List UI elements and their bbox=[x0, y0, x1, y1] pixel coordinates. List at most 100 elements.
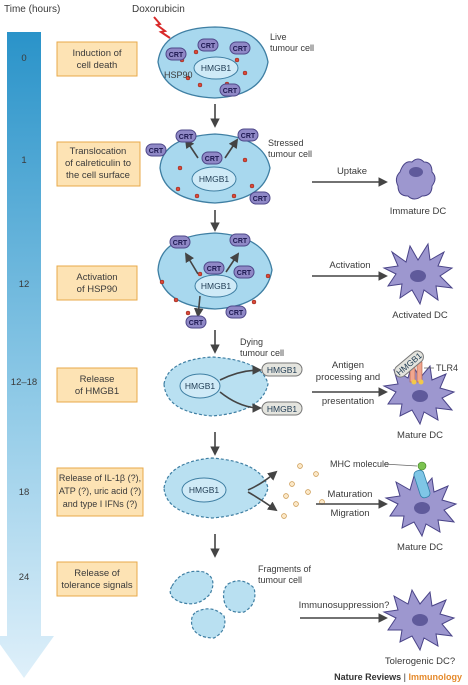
hmgb1-nucleus-2: HMGB1 bbox=[201, 281, 232, 291]
activation-label: Activation bbox=[329, 260, 370, 271]
svg-text:CRT: CRT bbox=[201, 43, 216, 50]
crt-stressed-3: CRT bbox=[145, 143, 167, 157]
svg-text:CRT: CRT bbox=[149, 148, 164, 155]
dc-label-mature-2: Mature DC bbox=[397, 542, 443, 553]
mature-dc-mhc bbox=[384, 461, 458, 538]
svg-text:CRT: CRT bbox=[233, 46, 248, 53]
svg-text:Translocation: Translocation bbox=[70, 146, 127, 157]
hmgb1-released-2: HMGB1 bbox=[261, 401, 303, 416]
releasing-tumour-cell: HMGB1 bbox=[163, 457, 278, 519]
crt-active-6: CRT bbox=[225, 305, 247, 319]
activated-dc bbox=[382, 242, 454, 306]
time-24: 24 bbox=[19, 572, 30, 583]
mhc-label: MHC molecule bbox=[330, 459, 389, 469]
dc-label-immature: Immature DC bbox=[390, 206, 447, 217]
crt-active-1: CRT bbox=[169, 235, 191, 249]
fragments-label-line1: Fragments of bbox=[258, 564, 312, 574]
tolerogenic-dc bbox=[382, 588, 456, 652]
crt-active-3: CRT bbox=[203, 261, 225, 275]
journal-name: Nature Reviews bbox=[334, 672, 401, 682]
svg-text:CRT: CRT bbox=[189, 320, 204, 327]
svg-text:tolerance signals: tolerance signals bbox=[61, 580, 133, 591]
crt-stressed-2: CRT bbox=[237, 128, 259, 142]
svg-text:and type I IFNs (?): and type I IFNs (?) bbox=[63, 499, 138, 509]
mhc-leader-line bbox=[383, 463, 418, 467]
svg-text:Release of: Release of bbox=[74, 568, 120, 579]
svg-text:of HMGB1: of HMGB1 bbox=[75, 386, 119, 397]
hmgb1-nucleus-0: HMGB1 bbox=[201, 63, 232, 73]
uptake-label: Uptake bbox=[337, 166, 367, 177]
live-cell-label-line2: tumour cell bbox=[270, 43, 314, 53]
immature-dc bbox=[395, 158, 436, 200]
svg-text:CRT: CRT bbox=[233, 238, 248, 245]
svg-text:CRT: CRT bbox=[241, 133, 256, 140]
dc-label-activated: Activated DC bbox=[392, 310, 448, 321]
stressed-tumour-cell: HMGB1 bbox=[159, 133, 271, 204]
dc-label-tolerogenic: Tolerogenic DC? bbox=[385, 656, 455, 667]
dying-cell-label-line1: Dying bbox=[240, 337, 263, 347]
timeline-arrow bbox=[0, 32, 54, 678]
svg-text:ATP (?), uric acid (?): ATP (?), uric acid (?) bbox=[59, 486, 141, 496]
antigen-label-line2: processing and bbox=[316, 372, 380, 383]
time-1: 1 bbox=[21, 155, 26, 166]
svg-text:of calreticulin to: of calreticulin to bbox=[65, 158, 131, 169]
stage-box-2: Activation of HSP90 bbox=[56, 265, 138, 301]
mature-dc-tlr4 bbox=[382, 361, 456, 426]
time-axis-label: Time (hours) bbox=[4, 4, 60, 15]
crt-active-5: CRT bbox=[185, 315, 207, 329]
antigen-label-line1: Antigen bbox=[332, 360, 364, 371]
live-tumour-cell: HMGB1 bbox=[157, 26, 269, 99]
antigen-label-line3: presentation bbox=[322, 396, 374, 407]
dc-label-mature-1: Mature DC bbox=[397, 430, 443, 441]
svg-text:CRT: CRT bbox=[207, 266, 222, 273]
hmgb1-nucleus-3: HMGB1 bbox=[185, 381, 216, 391]
time-0: 0 bbox=[21, 53, 26, 64]
stage-box-0: Induction of cell death bbox=[56, 41, 138, 77]
tlr4-label: TLR4 bbox=[436, 363, 458, 373]
svg-text:CRT: CRT bbox=[253, 196, 268, 203]
svg-text:CRT: CRT bbox=[173, 240, 188, 247]
svg-text:CRT: CRT bbox=[223, 88, 238, 95]
fragments-label-line2: tumour cell bbox=[258, 575, 302, 585]
drug-label: Doxorubicin bbox=[132, 4, 185, 15]
svg-text:CRT: CRT bbox=[179, 134, 194, 141]
crt-live-1: CRT bbox=[197, 38, 219, 52]
svg-text:CRT: CRT bbox=[169, 52, 184, 59]
svg-text:cell death: cell death bbox=[77, 60, 118, 71]
hmgb1-nucleus-1: HMGB1 bbox=[199, 174, 230, 184]
svg-text:HMGB1: HMGB1 bbox=[267, 404, 298, 414]
time-18: 18 bbox=[19, 487, 30, 498]
hsp90-label: HSP90 bbox=[164, 70, 193, 80]
live-cell-label-line1: Live bbox=[270, 32, 287, 42]
journal-subject: Immunology bbox=[409, 672, 463, 682]
time-12-18: 12–18 bbox=[11, 377, 37, 388]
tumour-cell-fragments bbox=[169, 570, 256, 639]
svg-text:Induction of: Induction of bbox=[72, 48, 121, 59]
stressed-cell-label-line2: tumour cell bbox=[268, 149, 312, 159]
journal-credit: Nature Reviews | Immunology bbox=[334, 672, 462, 682]
svg-text:Release of IL-1β (?),: Release of IL-1β (?), bbox=[59, 473, 141, 483]
svg-text:CRT: CRT bbox=[205, 156, 220, 163]
hmgb1-released-1: HMGB1 bbox=[261, 362, 303, 377]
svg-text:Activation: Activation bbox=[76, 272, 117, 283]
crt-active-4: CRT bbox=[233, 265, 255, 279]
dying-tumour-cell: HMGB1 bbox=[163, 356, 269, 417]
soluble-factors bbox=[281, 463, 325, 519]
hmgb1-nucleus-4: HMGB1 bbox=[189, 485, 220, 495]
immunosuppression-label: Immunosuppression? bbox=[299, 600, 390, 611]
stage-box-1: Translocation of calreticulin to the cel… bbox=[56, 141, 141, 187]
stage-box-3: Release of HMGB1 bbox=[56, 367, 138, 403]
crt-active-2: CRT bbox=[229, 233, 251, 247]
stage-box-5: Release of tolerance signals bbox=[56, 561, 138, 597]
stressed-cell-label-line1: Stressed bbox=[268, 138, 304, 148]
dying-cell-label-line2: tumour cell bbox=[240, 348, 284, 358]
svg-text:Release: Release bbox=[80, 374, 115, 385]
maturation-label: Maturation bbox=[328, 489, 373, 500]
svg-text:HMGB1: HMGB1 bbox=[267, 365, 298, 375]
crt-live-2: CRT bbox=[229, 41, 251, 55]
lightning-icon bbox=[153, 16, 171, 39]
stage-box-4: Release of IL-1β (?), ATP (?), uric acid… bbox=[56, 467, 144, 517]
svg-text:CRT: CRT bbox=[229, 310, 244, 317]
svg-text:CRT: CRT bbox=[237, 270, 252, 277]
